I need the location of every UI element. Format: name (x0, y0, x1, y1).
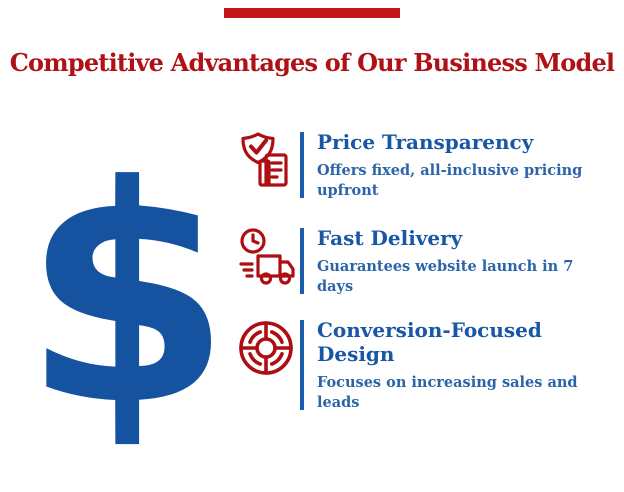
top-accent-bar (224, 8, 400, 18)
vertical-divider (300, 132, 304, 199)
clock-truck-icon (238, 226, 296, 296)
text-block: Fast Delivery Guarantees website launch … (317, 226, 617, 296)
advantage-item-fast-delivery: Fast Delivery Guarantees website launch … (238, 226, 617, 296)
page-title: Competitive Advantages of Our Business M… (9, 48, 615, 77)
vertical-divider (300, 228, 304, 295)
icon-box (238, 318, 298, 412)
advantage-item-conversion-design: Conversion-Focused Design Focuses on inc… (238, 318, 617, 412)
item-description: Focuses on increasing sales and leads (317, 374, 578, 411)
vertical-divider (300, 320, 304, 411)
dollar-sign-graphic: $ (22, 122, 232, 471)
item-description: Guarantees website launch in 7 days (317, 258, 574, 295)
shield-check-receipt-icon (238, 130, 296, 200)
item-title: Price Transparency (317, 130, 534, 154)
target-icon (238, 318, 294, 384)
item-title: Conversion-Focused Design (317, 318, 542, 366)
text-block: Conversion-Focused Design Focuses on inc… (317, 318, 617, 412)
item-title: Fast Delivery (317, 226, 463, 250)
item-description: Offers fixed, all-inclusive pricing upfr… (317, 162, 583, 199)
text-block: Price Transparency Offers fixed, all-inc… (317, 130, 617, 200)
icon-box (238, 130, 298, 200)
advantage-item-price-transparency: Price Transparency Offers fixed, all-inc… (238, 130, 617, 200)
icon-box (238, 226, 298, 296)
